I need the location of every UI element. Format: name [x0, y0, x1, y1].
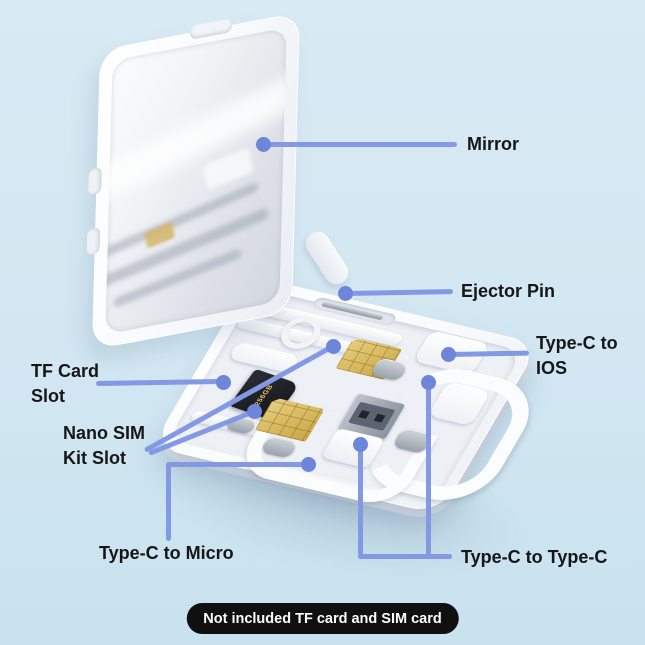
typec-typec-callout-dot-2 [420, 374, 436, 390]
typec-micro-label: Type-C to Micro [99, 543, 234, 563]
nano-sim-label: Nano SIM Kit Slot [63, 423, 146, 468]
typec-typec-callout-line-vertical-2 [425, 382, 431, 556]
nano-sim-callout-dot-2 [325, 338, 341, 354]
mirror-callout-dot [255, 137, 271, 152]
mirror-reflection-block [203, 147, 254, 191]
mirror-callout-line [263, 142, 457, 147]
ejector-pin-callout-dot [337, 285, 353, 301]
typec-micro-callout-dot [300, 456, 316, 472]
typec-micro-callout-line-horizontal [168, 461, 308, 467]
typec-typec-callout-dot-1 [352, 436, 368, 452]
typec-typec-callout-line-horizontal [358, 553, 452, 559]
mirror [105, 27, 287, 335]
typec-typec-label: Type-C to Type-C [461, 547, 608, 567]
tf-card-callout-dot [215, 374, 231, 390]
tf-card-label-text: TF Card Slot [31, 361, 100, 406]
usb-a-hole [358, 410, 370, 419]
typec-ios-callout-line [447, 350, 530, 357]
typec-typec-callout-line-vertical-1 [357, 444, 363, 556]
nano-sim-callout-dot-1 [246, 403, 262, 419]
lid-clasp [189, 17, 233, 40]
mirror-label: Mirror [467, 134, 520, 154]
case-hinge [301, 227, 353, 289]
mirror-reflection-sim [144, 221, 176, 249]
case-lid [86, 12, 301, 350]
mirror-reflection-cable [112, 247, 243, 309]
ejector-pin-label: Ejector Pin [461, 281, 556, 301]
usb-a-hole [373, 413, 386, 423]
usb-a-inner [348, 401, 396, 431]
ejector-pin-callout-line [344, 288, 454, 296]
lid-hinge-tab [86, 227, 101, 256]
mirror-reflection-streak [105, 44, 287, 209]
typec-ios-callout-dot [440, 346, 456, 362]
typec-micro-callout-line-vertical [165, 461, 171, 541]
typec-ios-label: Type-C to IOS [536, 333, 618, 378]
disclaimer-badge: Not included TF card and SIM card [186, 603, 459, 634]
lid-hinge-tab [88, 167, 102, 196]
